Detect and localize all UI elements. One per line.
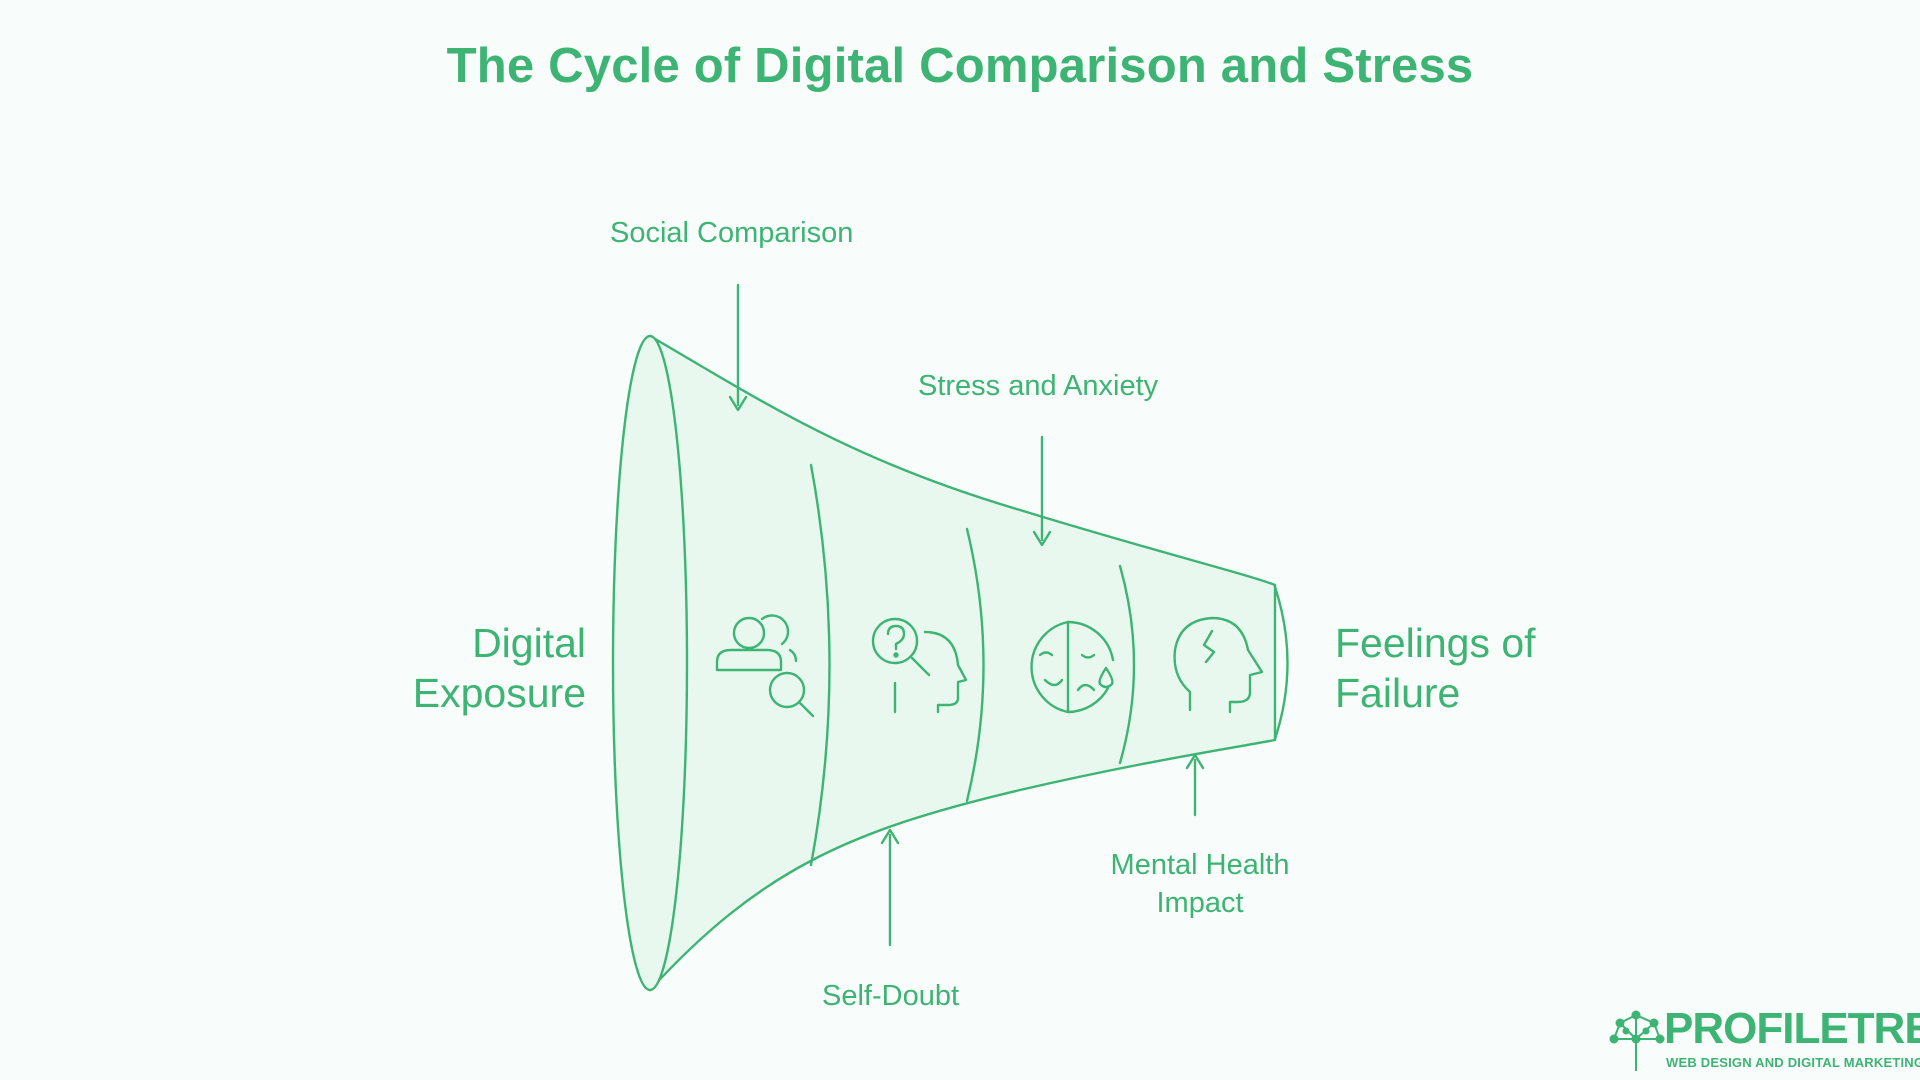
label-mental-health-line-1: Mental Health: [1110, 849, 1290, 881]
label-feelings-of-failure: Feelings of Failure: [1335, 618, 1536, 718]
segment-divider-1: [809, 463, 831, 867]
mood-mask-icon: [1030, 620, 1115, 714]
arrow-self-doubt: [880, 828, 900, 947]
profiletree-logo: PROFILETREE WEB DESIGN AND DIGITAL MARKE…: [1608, 1005, 1920, 1075]
funnel-mouth: [611, 334, 689, 992]
head-question-icon: [871, 617, 968, 714]
cracked-head-icon: [1173, 616, 1264, 714]
logo-tagline: WEB DESIGN AND DIGITAL MARKETING: [1666, 1055, 1920, 1070]
segment-divider-3: [1118, 564, 1136, 765]
page-title: The Cycle of Digital Comparison and Stre…: [446, 39, 1474, 93]
funnel-end-cap: [1273, 585, 1289, 741]
label-digital-exposure-line-2: Exposure: [412, 670, 586, 716]
tree-logo-icon: [1609, 1010, 1665, 1071]
label-digital-exposure-line-1: Digital: [472, 620, 586, 666]
arrow-mental-health: [1185, 753, 1205, 817]
arrow-stress-anxiety: [1032, 435, 1052, 547]
label-digital-exposure: Digital Exposure: [400, 618, 586, 718]
logo-name: PROFILETREE: [1664, 1004, 1920, 1053]
label-mental-health-impact: Mental Health Impact: [1100, 847, 1300, 922]
segment-divider-2: [965, 527, 985, 803]
label-social-comparison: Social Comparison: [610, 217, 854, 249]
label-mental-health-line-2: Impact: [1156, 886, 1244, 919]
label-self-doubt: Self-Doubt: [822, 980, 960, 1012]
label-feelings-line-1: Feelings of: [1335, 620, 1536, 666]
label-stress-anxiety: Stress and Anxiety: [918, 370, 1159, 402]
arrow-social-comparison: [728, 283, 748, 412]
people-search-icon: [715, 614, 815, 718]
label-feelings-line-2: Failure: [1335, 670, 1461, 716]
